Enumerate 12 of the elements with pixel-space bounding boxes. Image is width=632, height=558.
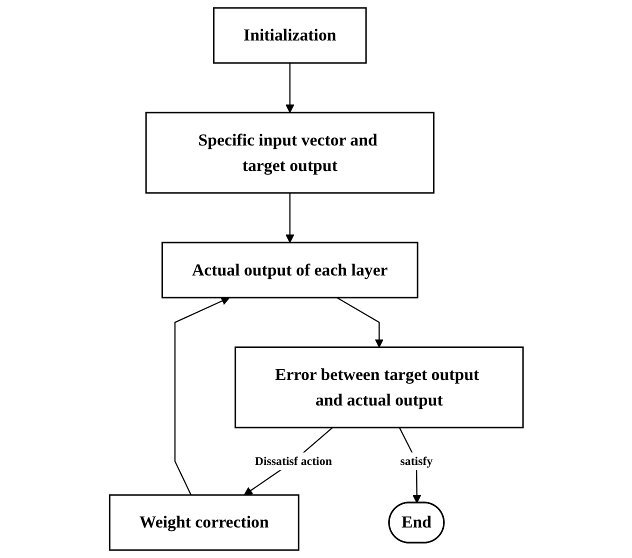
arrow [174,296,230,496]
edge-label: Dissatisf action [254,454,332,468]
node-box: Specific input vector and target output [144,112,434,194]
arrow [285,192,294,243]
node-box: Weight correction [108,494,299,551]
edge-label: satisfy [400,454,432,468]
node-box: Actual output of each layer [161,242,418,298]
node-box: Error between target output and actual output [234,346,524,428]
arrow [336,297,384,348]
node-box: Initialization [212,7,366,64]
arrow [244,427,333,496]
arrow [285,63,294,113]
